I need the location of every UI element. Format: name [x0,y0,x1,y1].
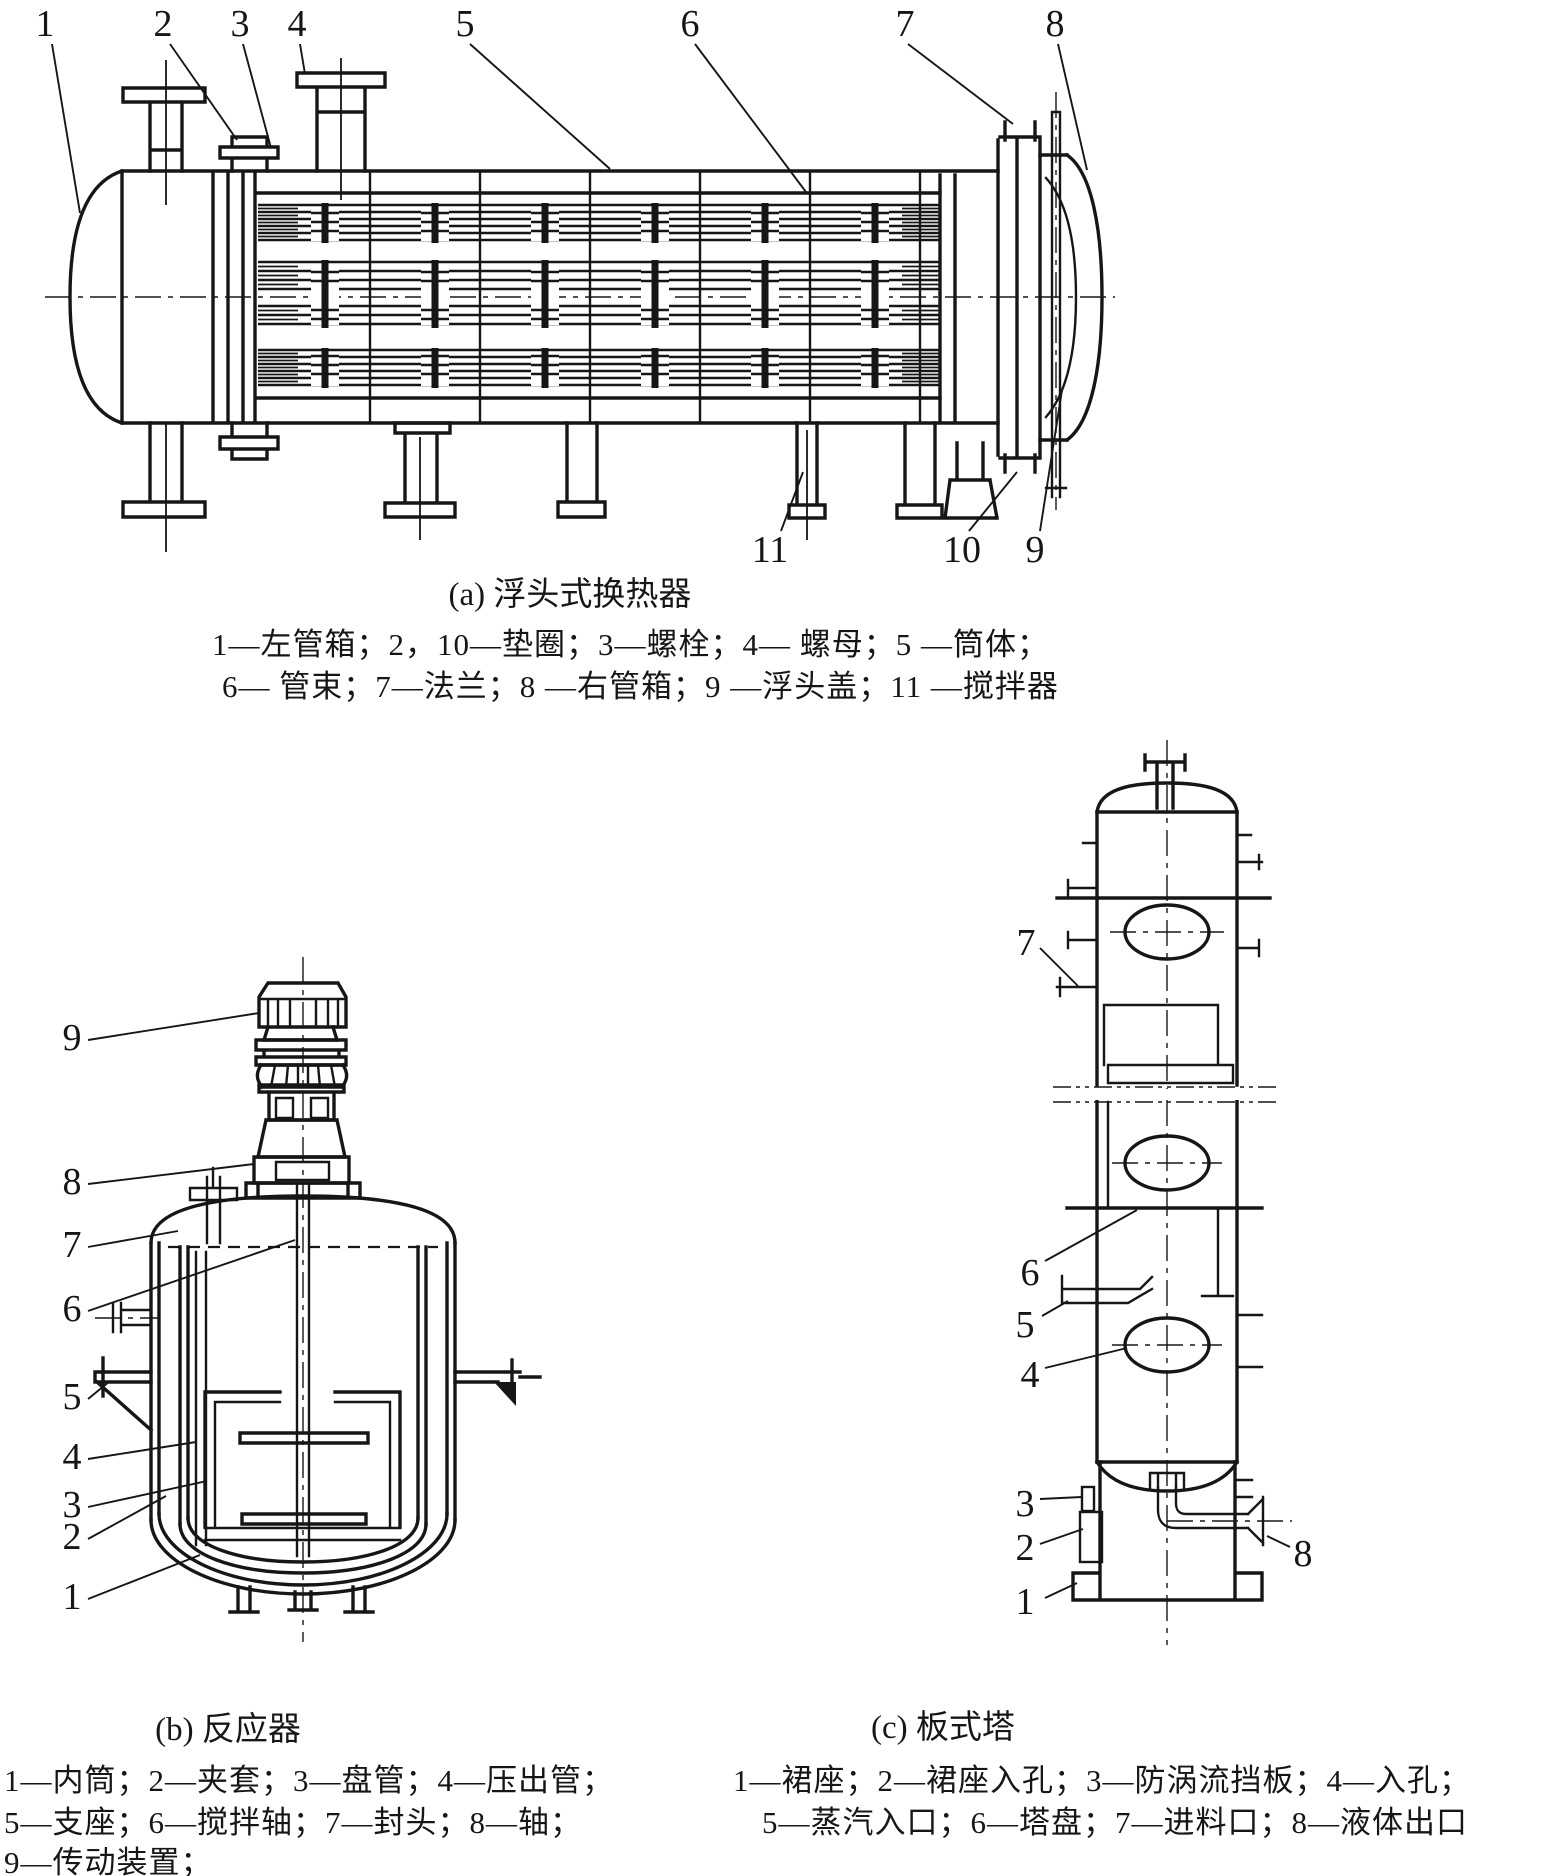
callout-a-2: 2 [154,3,173,45]
column-side-nozzles [1055,833,1264,998]
callout-b-5: 5 [63,1376,82,1418]
bottom-nozzle-left [121,421,207,519]
callout-b-2: 2 [63,1516,82,1558]
shell-seam-lines [368,169,922,425]
skirt [1071,1460,1264,1602]
panel-b-legend-line-3: 9—传动装置； [4,1845,213,1876]
gasket-bolt-bottom [218,421,280,461]
agitator-paddles [238,1431,370,1526]
panel-b-legend-line-2: 5—支座；6—搅拌轴；7—封头；8—轴； [4,1805,582,1840]
callout-c-6: 6 [1021,1252,1040,1294]
skirt-access-hole [1078,1510,1104,1564]
callout-c-5: 5 [1016,1304,1035,1346]
callout-a-8: 8 [1046,3,1065,45]
shell-body [120,169,1000,425]
reactor-legs [228,1585,375,1614]
panel-b-legend-line-1: 1—内筒；2—夹套；3—盘管；4—压出管； [4,1763,614,1798]
panel-a-leader-lines [51,43,1088,532]
column-top-nozzle [1143,753,1187,810]
callout-a-1: 1 [36,3,55,45]
inner-shell-bottom [178,1516,428,1575]
gasket-bolt-top [218,135,280,173]
floating-tubesheet [938,173,957,422]
girth-flange [996,120,1042,474]
inner-shell-walls [178,1245,428,1526]
panel-c-leader-lines [1039,947,1291,1599]
tube-bundle [256,191,942,400]
callout-a-5: 5 [456,3,475,45]
callout-c-1: 1 [1016,1581,1035,1623]
drive-unit [254,981,349,1160]
agitator-shaft [295,1181,311,1558]
panel-a-legend-line-2: 6— 管束；7—法兰；8 —右管箱；9 —浮头盖；11 —搅拌器 [222,669,1059,704]
support-leg-trapezoid [943,441,999,520]
downcomer-upper [1102,1003,1235,1085]
callout-b-1: 1 [63,1576,82,1618]
column-bottom-head [1094,1459,1240,1493]
support-leg-2 [556,421,607,519]
vessel-head [149,1194,457,1245]
head-nozzle [188,1166,239,1245]
floating-head-cover [1044,176,1078,419]
steam-inlet-chute [1060,1274,1154,1305]
callout-c-7: 7 [1017,922,1036,964]
downcomer-lower [1200,1206,1235,1298]
baffle-plates [309,201,891,390]
callout-a-6: 6 [681,3,700,45]
callout-a-11: 11 [752,529,789,571]
liquid-outlet-pipe [1156,1486,1265,1547]
callout-a-10: 10 [943,529,981,571]
callout-b-9: 9 [63,1017,82,1059]
panel-c-legend-line-2: 5—蒸汽入口；6—塔盘；7—进料口；8—液体出口 [762,1805,1468,1840]
support-bracket-left [93,1356,154,1433]
panel-a-caption: (a) 浮头式换热器 [449,576,692,613]
panel-b-drawing: 9 8 7 6 5 4 3 2 1 (b) 反应器 1—内筒；2—夹套；3—盘管… [4,957,614,1876]
callout-c-8: 8 [1294,1533,1313,1575]
callout-b-8: 8 [63,1161,82,1203]
callout-c-4: 4 [1021,1354,1040,1396]
callout-b-6: 6 [63,1288,82,1330]
coil [203,1390,402,1529]
panel-a-legend-line-1: 1—左管箱；2，10—垫圈；3—螺栓；4— 螺母；5 —筒体； [212,627,1049,662]
callout-a-9: 9 [1026,529,1045,571]
callout-b-7: 7 [63,1224,82,1266]
panel-b-leader-lines [87,1012,296,1600]
panel-a-drawing: 1 2 3 4 5 6 7 8 11 10 9 (a) 浮头式换热器 1—左管箱… [36,3,1115,704]
callout-a-4: 4 [288,3,307,45]
top-nozzle-mid [295,71,387,173]
callout-c-2: 2 [1016,1527,1035,1569]
column-top-head [1095,781,1239,814]
vortex-fitting [1148,1471,1186,1490]
panel-c-drawing: 7 6 5 4 3 2 1 8 (c) 板式塔 1—裙座；2—裙座入孔；3—防涡… [733,740,1471,1840]
support-bracket-right [453,1358,542,1406]
callout-a-7: 7 [896,3,915,45]
jacket-nozzle [111,1301,153,1334]
top-nozzle-left [121,86,207,173]
vortex-baffle-box [1080,1485,1096,1513]
panel-c-legend-line-1: 1—裙座；2—裙座入孔；3—防涡流挡板；4—入孔； [733,1763,1471,1798]
panel-b-caption: (b) 反应器 [155,1711,301,1748]
support-leg-1 [383,421,457,519]
break-lines [1053,1086,1278,1103]
callout-b-4: 4 [63,1436,82,1478]
callout-a-3: 3 [231,3,250,45]
support-leg-3 [895,421,944,520]
left-head [68,168,125,426]
jacket-bottom [149,1512,457,1596]
callout-b-3: 3 [63,1484,82,1526]
vent-pipe [1044,110,1068,499]
callout-c-3: 3 [1016,1483,1035,1525]
agitator-fitting [787,421,827,520]
shaft-coupling [244,1155,362,1200]
panel-c-caption: (c) 板式塔 [871,1709,1015,1746]
